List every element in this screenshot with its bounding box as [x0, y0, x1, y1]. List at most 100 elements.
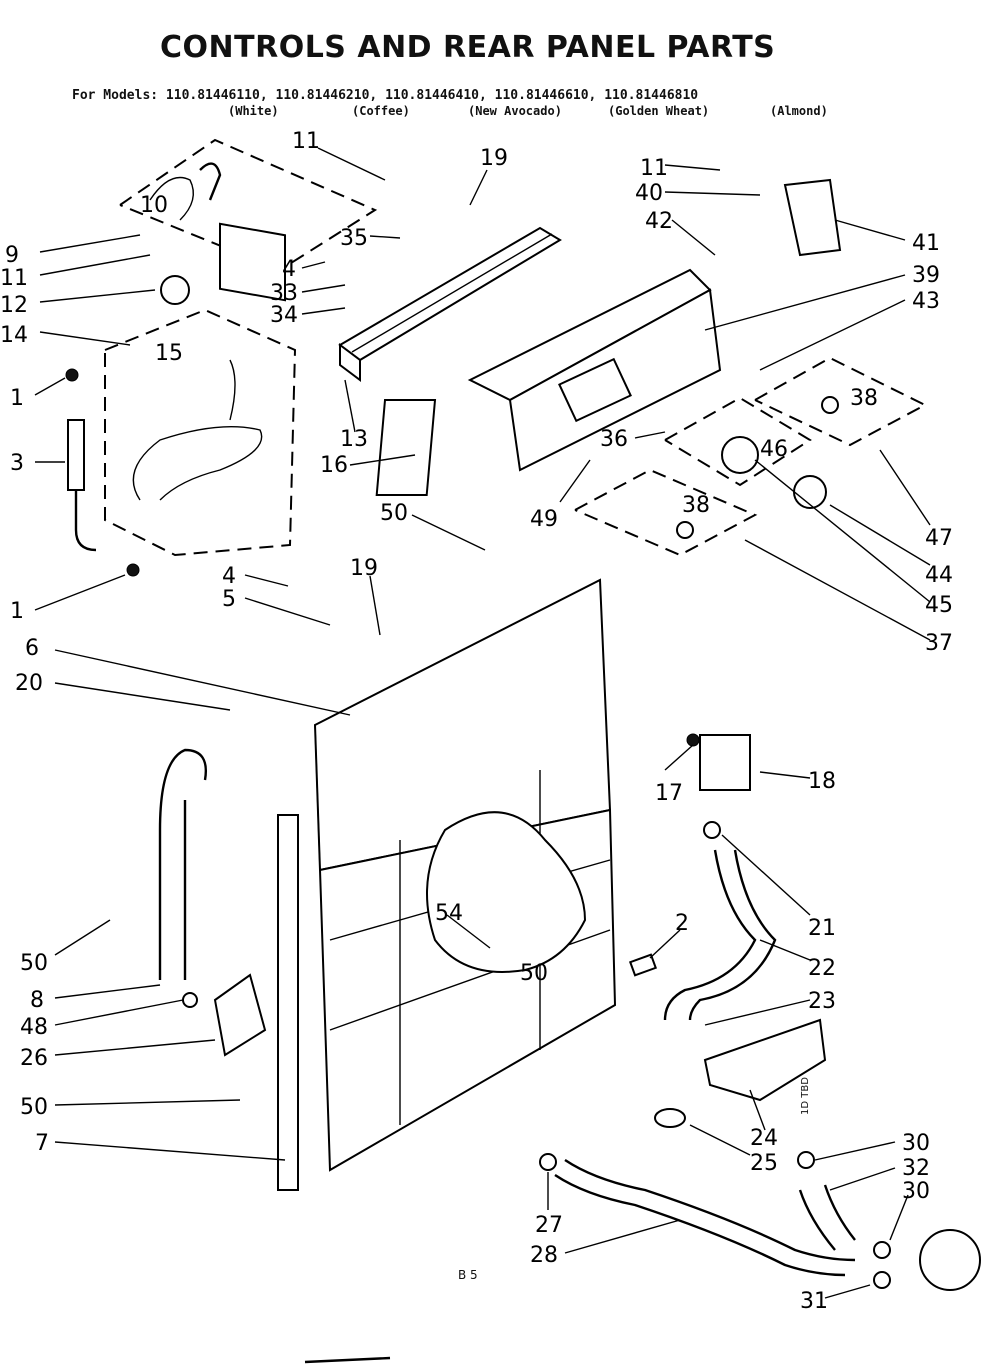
side-note: 1D TBD [800, 1077, 811, 1115]
callout-label: 26 [20, 1046, 48, 1071]
knob-38-lower [676, 521, 694, 539]
callout-label: 27 [535, 1213, 563, 1238]
color-golden-wheat: (Golden Wheat) [608, 104, 710, 118]
models-line: For Models: 110.81446110, 110.81446210, … [72, 88, 699, 103]
leader-lines [34, 147, 931, 1299]
callout-label: 24 [750, 1126, 778, 1151]
timer-knob-wire [149, 176, 194, 221]
switch-46 [721, 436, 759, 474]
page-title: CONTROLS AND REAR PANEL PARTS [160, 30, 776, 65]
part-3-hose [67, 419, 85, 491]
hose-28-inner [564, 1159, 856, 1262]
callout-label: 5 [222, 587, 236, 612]
motor-cutout [426, 811, 587, 973]
callout-label: 13 [340, 427, 368, 452]
callout-label: 33 [270, 281, 298, 306]
callout-label: 1 [10, 386, 24, 411]
part-17 [686, 733, 700, 747]
callout-label: 54 [435, 901, 463, 926]
timer-part [219, 222, 286, 302]
callout-label: 11 [640, 156, 668, 181]
knob-44 [793, 475, 827, 509]
callout-label: 41 [912, 231, 940, 256]
callout-label: 6 [25, 636, 39, 661]
cord-lead [229, 359, 236, 421]
control-panel-43 [467, 268, 722, 472]
callout-label: 34 [270, 303, 298, 328]
callout-label: 47 [925, 526, 953, 551]
callout-label: 32 [902, 1156, 930, 1181]
part-24-pump [703, 1018, 827, 1102]
callout-label: 17 [655, 781, 683, 806]
callout-label: 37 [925, 631, 953, 656]
pump-housing [919, 1229, 981, 1291]
callout-label: 20 [15, 671, 43, 696]
label-10: 10 [140, 193, 168, 218]
callout-label: 22 [808, 956, 836, 981]
callout-label: 39 [912, 263, 940, 288]
part-7-strip [277, 814, 299, 1191]
callout-label: 18 [808, 769, 836, 794]
callout-label: 12 [0, 293, 28, 318]
knob-box-47 [754, 356, 928, 447]
part-32-elbow [798, 1189, 836, 1251]
part-2-clip [628, 953, 658, 977]
part-27-clamp [539, 1153, 557, 1171]
part-22-hose [663, 849, 757, 1021]
callout-label: 50 [520, 961, 548, 986]
hose-bend [74, 490, 97, 552]
page-code: B 5 [458, 1268, 478, 1282]
callout-label: 19 [480, 146, 508, 171]
callout-label: 2 [675, 911, 689, 936]
callout-label: 4 [282, 257, 296, 282]
callout-label: 49 [530, 507, 558, 532]
part-26-bracket [213, 973, 267, 1057]
wire-clip [199, 162, 222, 201]
callout-label: 21 [808, 916, 836, 941]
part-18-valve [699, 734, 751, 791]
callout-label: 3 [10, 451, 24, 476]
callout-label: 7 [35, 1131, 49, 1156]
knob-box-37 [574, 468, 758, 557]
callout-label: 28 [530, 1243, 558, 1268]
part-16-panel [375, 399, 437, 496]
callout-label: 50 [380, 501, 408, 526]
callout-labels: 11 19 11 40 42 41 39 43 38 47 9 11 35 4 … [0, 129, 953, 1314]
callout-label: 4 [222, 564, 236, 589]
callout-label: 50 [20, 1095, 48, 1120]
callout-label: 36 [600, 427, 628, 452]
callout-label: 43 [912, 289, 940, 314]
part-21 [703, 821, 721, 839]
power-cord [132, 425, 263, 501]
callout-label: 48 [20, 1015, 48, 1040]
callout-label: 38 [682, 493, 710, 518]
callout-label: 23 [808, 989, 836, 1014]
callout-label: 8 [30, 988, 44, 1013]
callout-label: 11 [0, 266, 28, 291]
timer-assembly-group: 10 [119, 138, 378, 302]
knob-box-45 [664, 396, 812, 487]
part-8-hose [158, 748, 207, 980]
hose-22-outer [688, 849, 777, 1021]
rear-panel-main [313, 578, 617, 1172]
bracket-41 [783, 178, 842, 257]
part-48-ring [182, 992, 198, 1008]
callout-label: 35 [340, 226, 368, 251]
part-25 [654, 1108, 686, 1128]
callout-label: 31 [800, 1289, 828, 1314]
callout-label: 45 [925, 593, 953, 618]
callout-label: 1 [10, 599, 24, 624]
callout-label: 30 [902, 1131, 930, 1156]
callout-label: 25 [750, 1151, 778, 1176]
power-cord-box-14 [104, 308, 297, 557]
callout-label: 14 [0, 323, 28, 348]
callout-label: 40 [635, 181, 663, 206]
color-white: (White) [228, 104, 279, 118]
part-1-lower [126, 563, 140, 577]
callout-label: 11 [292, 129, 320, 154]
callout-label: 50 [20, 951, 48, 976]
callout-label: 42 [645, 209, 673, 234]
knob-38-upper [821, 396, 839, 414]
